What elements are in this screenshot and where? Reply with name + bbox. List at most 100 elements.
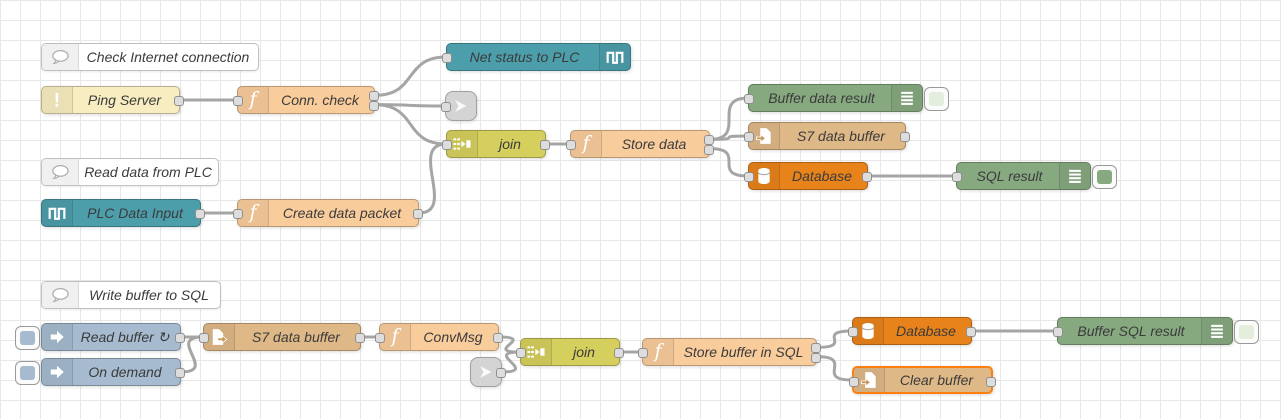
node-read-buffer[interactable]: Read buffer ↻ xyxy=(15,323,185,351)
output-port[interactable] xyxy=(862,172,872,182)
input-port[interactable] xyxy=(638,348,648,358)
wire-store-data-to-buffer-data-result[interactable] xyxy=(708,96,750,141)
output-port[interactable] xyxy=(966,327,976,337)
node-net-status-to-plc[interactable]: Net status to PLC xyxy=(442,43,631,71)
comment-bubble-icon xyxy=(42,159,79,185)
input-port[interactable] xyxy=(199,333,209,343)
debug-toggle-button[interactable] xyxy=(1092,165,1117,189)
node-buffer-sql-result[interactable]: Buffer SQL result xyxy=(1053,317,1259,345)
output-port-2[interactable] xyxy=(704,144,714,155)
output-port-2[interactable] xyxy=(369,100,379,111)
output-port[interactable] xyxy=(900,132,910,142)
debug-toggle-button[interactable] xyxy=(924,87,949,111)
input-port[interactable] xyxy=(375,333,385,343)
input-port[interactable] xyxy=(516,348,526,358)
node-on-demand[interactable]: On demand xyxy=(15,358,185,386)
node-label: Store data xyxy=(621,136,687,152)
node-join-1[interactable]: join xyxy=(442,130,550,158)
wire-store-buffer-in-sql-to-clear-buffer[interactable] xyxy=(815,355,854,382)
button-face xyxy=(20,331,35,345)
node-comment-read-plc[interactable]: Read data from PLC xyxy=(41,158,219,186)
output-port-1[interactable] xyxy=(811,343,821,354)
output-port[interactable] xyxy=(355,333,365,343)
button-face xyxy=(1097,170,1112,184)
inject-button[interactable] xyxy=(15,361,40,385)
node-label: Net status to PLC xyxy=(469,49,580,65)
input-port[interactable] xyxy=(1053,327,1063,337)
node-label: ConvMsg xyxy=(423,329,483,345)
wire-conn-check-to-net-status-to-plc[interactable] xyxy=(373,55,448,97)
debug-list-icon xyxy=(891,85,922,111)
wire-link-in-to-join-2[interactable] xyxy=(500,350,522,374)
wire-conn-check-to-join-1[interactable] xyxy=(373,103,448,146)
input-port[interactable] xyxy=(442,53,452,63)
input-port[interactable] xyxy=(744,94,754,104)
wire-create-data-packet-to-join-1[interactable] xyxy=(417,142,448,215)
exclamation-icon: ! xyxy=(42,87,73,113)
input-port[interactable] xyxy=(744,132,754,142)
node-s7-data-buffer-write[interactable]: S7 data buffer xyxy=(744,122,910,150)
node-label: Check Internet connection xyxy=(86,49,250,65)
svg-text:f: f xyxy=(247,203,259,223)
node-database-1[interactable]: Database xyxy=(744,162,872,190)
node-ping-server[interactable]: !Ping Server xyxy=(41,86,184,114)
output-port[interactable] xyxy=(986,377,996,387)
input-port[interactable] xyxy=(566,140,576,150)
output-port-1[interactable] xyxy=(369,91,379,102)
wire-store-data-to-s7-data-buffer-write[interactable] xyxy=(708,134,750,141)
node-link-in[interactable] xyxy=(470,357,506,387)
node-label: Read buffer ↻ xyxy=(80,328,170,345)
input-port[interactable] xyxy=(442,140,452,150)
wire-store-buffer-in-sql-to-database-2[interactable] xyxy=(815,329,854,349)
input-port[interactable] xyxy=(441,102,451,112)
wire-on-demand-to-s7-data-buffer-read[interactable] xyxy=(179,335,205,374)
output-port[interactable] xyxy=(496,368,506,378)
node-label: On demand xyxy=(88,364,162,380)
output-port[interactable] xyxy=(195,209,205,219)
input-port[interactable] xyxy=(744,172,754,182)
input-port[interactable] xyxy=(233,209,243,219)
button-face xyxy=(20,366,35,380)
output-port[interactable] xyxy=(175,368,185,378)
node-clear-buffer[interactable]: Clear buffer xyxy=(849,366,996,394)
debug-list-icon xyxy=(1059,163,1090,189)
input-port[interactable] xyxy=(849,377,859,387)
output-port[interactable] xyxy=(540,140,550,150)
debug-toggle-button[interactable] xyxy=(1234,320,1259,344)
input-port[interactable] xyxy=(848,327,858,337)
output-port[interactable] xyxy=(175,333,185,343)
input-port[interactable] xyxy=(952,172,962,182)
node-s7-data-buffer-read[interactable]: S7 data buffer xyxy=(199,323,365,351)
output-port[interactable] xyxy=(413,209,423,219)
button-face xyxy=(1239,325,1254,339)
node-buffer-data-result[interactable]: Buffer data result xyxy=(744,84,949,112)
node-label: Clear buffer xyxy=(899,372,974,388)
node-comment-check-internet[interactable]: Check Internet connection xyxy=(41,43,259,71)
node-comment-write-sql[interactable]: Write buffer to SQL xyxy=(41,281,221,309)
debug-list-icon xyxy=(1201,318,1232,344)
wire-store-data-to-database-1[interactable] xyxy=(708,147,750,178)
node-plc-data-input[interactable]: PLC Data Input xyxy=(41,199,205,227)
inject-arrow-icon xyxy=(42,324,73,350)
node-sql-result[interactable]: SQL result xyxy=(952,162,1117,190)
output-port[interactable] xyxy=(174,96,184,106)
output-port-2[interactable] xyxy=(811,352,821,363)
node-database-2[interactable]: Database xyxy=(848,317,976,345)
output-port-1[interactable] xyxy=(704,135,714,146)
node-label: Database xyxy=(896,323,956,339)
inject-button[interactable] xyxy=(15,326,40,350)
node-label: Database xyxy=(792,168,852,184)
output-port[interactable] xyxy=(614,348,624,358)
output-port[interactable] xyxy=(493,333,503,343)
node-join-2[interactable]: join xyxy=(516,338,624,366)
node-label: Write buffer to SQL xyxy=(89,287,209,303)
node-link-out[interactable] xyxy=(441,91,477,121)
input-port[interactable] xyxy=(233,96,243,106)
